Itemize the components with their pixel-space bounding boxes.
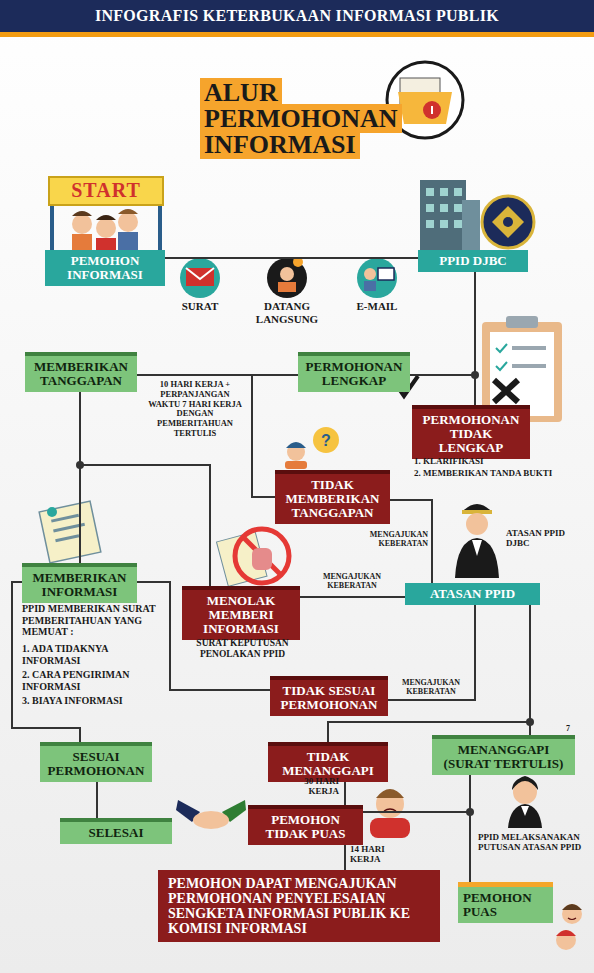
flow-connector — [388, 605, 475, 700]
emblem-icon — [482, 196, 534, 248]
officer-figure — [508, 776, 542, 828]
actor-band: PEMOHON INFORMASI — [45, 250, 165, 286]
result-panel: PEMOHON DAPAT MENGAJUKAN PERMOHONAN PENY… — [158, 870, 440, 942]
flow-connector — [529, 605, 531, 735]
note-label: 3. BIAYA INFORMASI — [22, 695, 162, 707]
node-text: PERMOHONAN LENGKAP — [303, 360, 405, 388]
node-text: PEMOHON INFORMASI — [50, 254, 160, 282]
process-box: PEMOHON TIDAK PUAS — [248, 805, 363, 845]
process-box: SESUAI PERMOHONAN — [40, 742, 152, 782]
official-figure — [455, 504, 499, 578]
document-icon — [39, 501, 101, 563]
note-label: ATASAN PPID DJBC — [506, 528, 588, 549]
node-text: PEMOHON TIDAK PUAS — [253, 813, 358, 841]
process-box: MENANGGAPI (SURAT TERTULIS) — [432, 735, 575, 775]
note-label: SURAT KEPUTUSAN PENOLAKAN PPID — [180, 638, 305, 660]
node-text: PERMOHONAN TIDAK LENGKAP — [417, 413, 525, 455]
flow-connector — [96, 782, 98, 818]
node-text: TIDAK MEMBERIKAN TANGGAPAN — [280, 478, 385, 520]
email-icon — [357, 258, 397, 298]
reject-icon — [216, 529, 289, 586]
process-box: TIDAK SESUAI PERMOHONAN — [270, 676, 388, 716]
note-label: 1. KLARIFIKASI — [414, 456, 584, 466]
note-label: 2. MEMBERIKAN TANDA BUKTI — [414, 468, 584, 478]
node-text: PEMOHON DAPAT MENGAJUKAN PERMOHONAN PENY… — [168, 876, 430, 936]
note-label: 2. CARA PENGIRIMAN INFORMASI — [22, 669, 162, 692]
flow-connector — [469, 775, 471, 882]
node-text: START — [54, 180, 158, 202]
handshake-icon — [176, 800, 246, 829]
node-text: MEMBERIKAN INFORMASI — [27, 571, 132, 599]
edge-label: 14 HARI KERJA — [350, 844, 400, 865]
happy-people-icon — [556, 904, 582, 950]
unhappy-person-icon — [370, 789, 410, 838]
title-bar: INFOGRAFIS KETERBUKAAN INFORMASI PUBLIK — [0, 0, 594, 32]
visit-icon — [267, 257, 307, 298]
process-box: TIDAK MEMBERIKAN TANGGAPAN — [275, 470, 390, 524]
flow-connector — [344, 782, 346, 805]
note-label: DATANG LANGSUNG — [247, 300, 327, 325]
flow-connector — [410, 272, 475, 375]
confused-person-icon: ? — [285, 427, 339, 469]
process-box: MEMBERIKAN INFORMASI — [22, 563, 137, 603]
flow-connector — [344, 845, 346, 870]
building-icon — [420, 180, 480, 250]
edge-label: MENGAJUKAN KEBERATAN — [306, 572, 398, 590]
node-text: ATASAN PPID — [410, 587, 535, 601]
node-text: SESUAI PERMOHONAN — [45, 750, 147, 778]
process-box: PERMOHONAN LENGKAP — [298, 352, 410, 392]
actor-band: ATASAN PPID — [405, 583, 540, 605]
title-rule — [0, 32, 594, 37]
cross-mark — [494, 380, 518, 402]
node-text: MENOLAK MEMBERI INFORMASI — [187, 594, 295, 636]
note-label: SURAT — [160, 300, 240, 313]
edge-label: 10 HARI KERJA + PERPANJANGAN WAKTU 7 HAR… — [144, 380, 246, 439]
note-label: PPID MELAKSANAKAN PUTUSAN ATASAN PPID — [478, 832, 588, 853]
node-text: MEMBERIKAN TANGGAPAN — [30, 360, 132, 388]
node-text: TIDAK SESUAI PERMOHONAN — [275, 684, 383, 712]
edge-label: MENGAJUKAN KEBERATAN — [392, 678, 470, 696]
process-box: PEMOHON PUAS — [458, 882, 553, 923]
title: INFOGRAFIS KETERBUKAAN INFORMASI PUBLIK — [95, 7, 499, 25]
flow-connector — [474, 272, 476, 405]
note-label: 1. ADA TIDAKNYA INFORMASI — [22, 643, 162, 666]
node-text: MENANGGAPI (SURAT TERTULIS) — [437, 743, 570, 771]
node-text: SELESAI — [65, 826, 167, 840]
heading-band: ALUR PERMOHONAN INFORMASI — [200, 80, 412, 158]
node-text: TIDAK MENANGGAPI — [273, 750, 383, 778]
node-text: PEMOHON PUAS — [463, 891, 548, 919]
note-label: PPID MEMBERIKAN SURAT PEMBERITAHUAN YANG… — [22, 603, 162, 638]
process-box: SELESAI — [60, 818, 172, 844]
flow-connector — [165, 257, 418, 259]
start-sign: START — [48, 176, 164, 206]
process-box: PERMOHONAN TIDAK LENGKAP — [412, 405, 530, 459]
edge-label: MENGAJUKAN KEBERATAN — [350, 530, 428, 548]
process-box: MEMBERIKAN TANGGAPAN — [25, 352, 137, 392]
svg-text:?: ? — [321, 432, 331, 449]
flow-connector — [328, 605, 530, 742]
process-box: MENOLAK MEMBERI INFORMASI — [182, 586, 300, 640]
edge-label: 30 HARI KERJA — [283, 776, 339, 797]
node-text: ALUR PERMOHONAN INFORMASI — [200, 80, 412, 158]
actor-band: PPID DJBC — [418, 250, 528, 272]
node-text: PPID DJBC — [423, 254, 523, 268]
note-label: E-MAIL — [337, 300, 417, 313]
flow-connector — [300, 596, 405, 598]
mail-icon — [180, 258, 220, 298]
note-label: 7 — [566, 724, 580, 733]
